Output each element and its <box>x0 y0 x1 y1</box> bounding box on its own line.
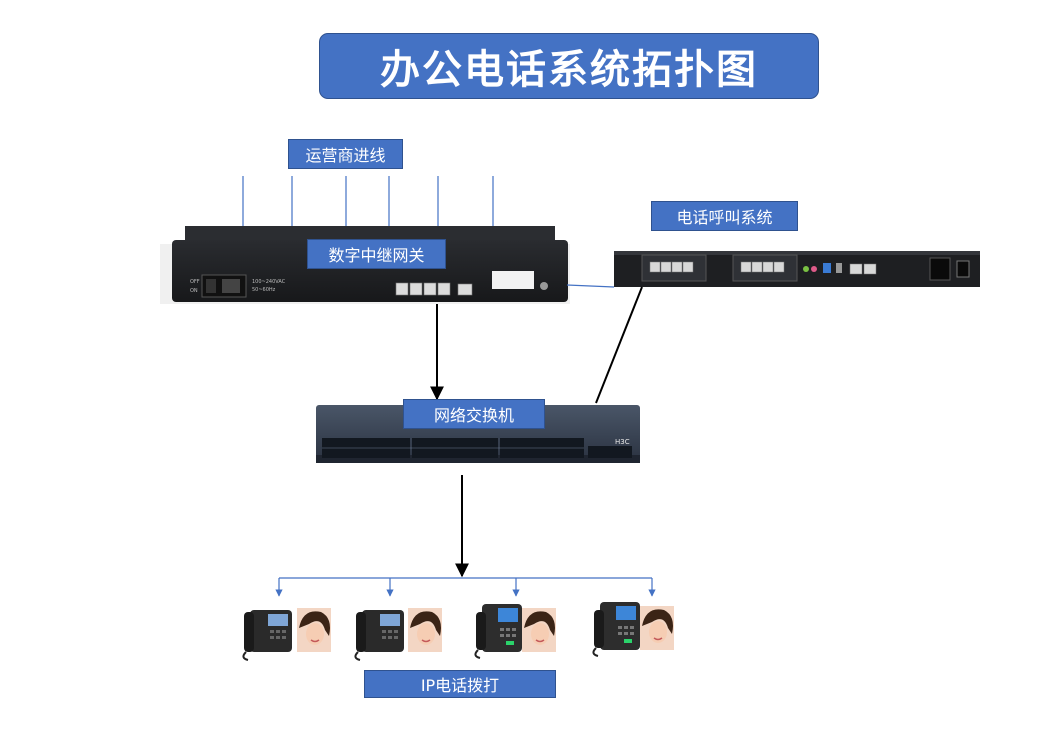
user-avatar-4 <box>640 606 674 650</box>
user-avatar-2 <box>408 608 442 652</box>
ip-phone-3 <box>474 604 522 659</box>
ip-phone-dialing-label: IP电话拨打 <box>364 670 556 698</box>
network-switch-label: 网络交换机 <box>403 399 545 429</box>
user-avatar-3 <box>522 608 556 652</box>
gateway-to-call-system-link <box>566 284 615 288</box>
carrier-lines-label: 运营商进线 <box>288 139 403 169</box>
call-system-label: 电话呼叫系统 <box>651 201 798 231</box>
network-switch-device: H3C <box>316 405 640 463</box>
call-system-device <box>614 251 980 287</box>
svg-text:50~60Hz: 50~60Hz <box>252 287 276 293</box>
svg-text:100~240VAC: 100~240VAC <box>252 279 286 285</box>
carrier-lines <box>242 176 494 226</box>
switch-brand: H3C <box>615 438 630 446</box>
ip-phone-4 <box>592 602 640 657</box>
svg-text:ON: ON <box>190 288 198 294</box>
ip-phone-2 <box>354 610 404 661</box>
ip-phone-1 <box>242 610 292 661</box>
digital-trunk-gateway-label: 数字中继网关 <box>307 239 446 269</box>
digital-trunk-gateway-device: 100~240VAC 50~60Hz OFF ON <box>160 226 570 304</box>
user-avatar-1 <box>297 608 331 652</box>
svg-text:OFF: OFF <box>190 279 200 285</box>
switch-to-call-system-link <box>595 286 643 404</box>
diagram-title: 办公电话系统拓扑图 <box>319 33 819 99</box>
phone-distribution-lines <box>275 577 656 597</box>
